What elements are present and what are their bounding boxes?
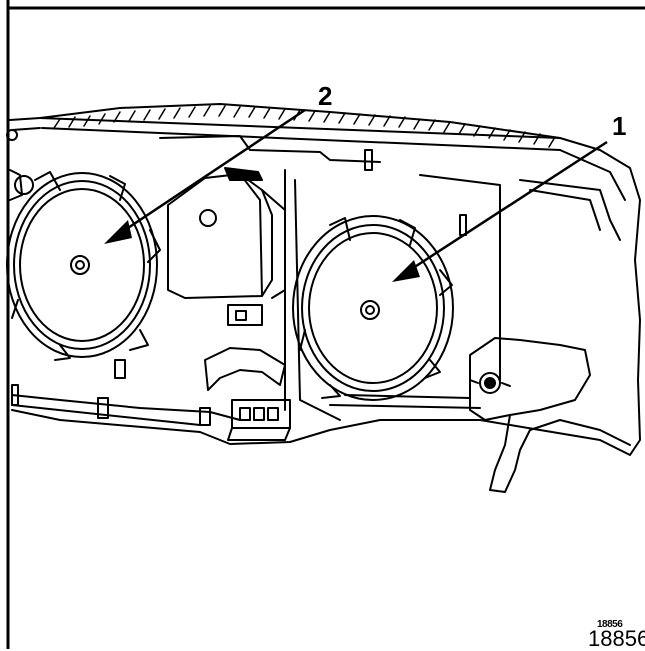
callout-label-1: 1 [612, 111, 627, 141]
adjuster-motor [167, 167, 286, 326]
figure-reference-number: 18856 [588, 626, 645, 651]
right-lamp-center [360, 300, 380, 320]
left-lamp-center [70, 255, 90, 275]
housing-outline [9, 103, 641, 456]
left-lamp-cover [6, 171, 161, 361]
adjustment-bracket [469, 337, 631, 493]
electrical-connector [204, 347, 291, 441]
right-lamp-cover [292, 215, 454, 401]
rim-hatching [53, 105, 556, 148]
callout-arrow-1 [392, 140, 608, 282]
figure-reference-small: 18856 [597, 619, 623, 630]
callout-label-2: 2 [318, 81, 333, 111]
callout-arrow-2 [104, 108, 306, 244]
mounting-posts [11, 359, 211, 426]
